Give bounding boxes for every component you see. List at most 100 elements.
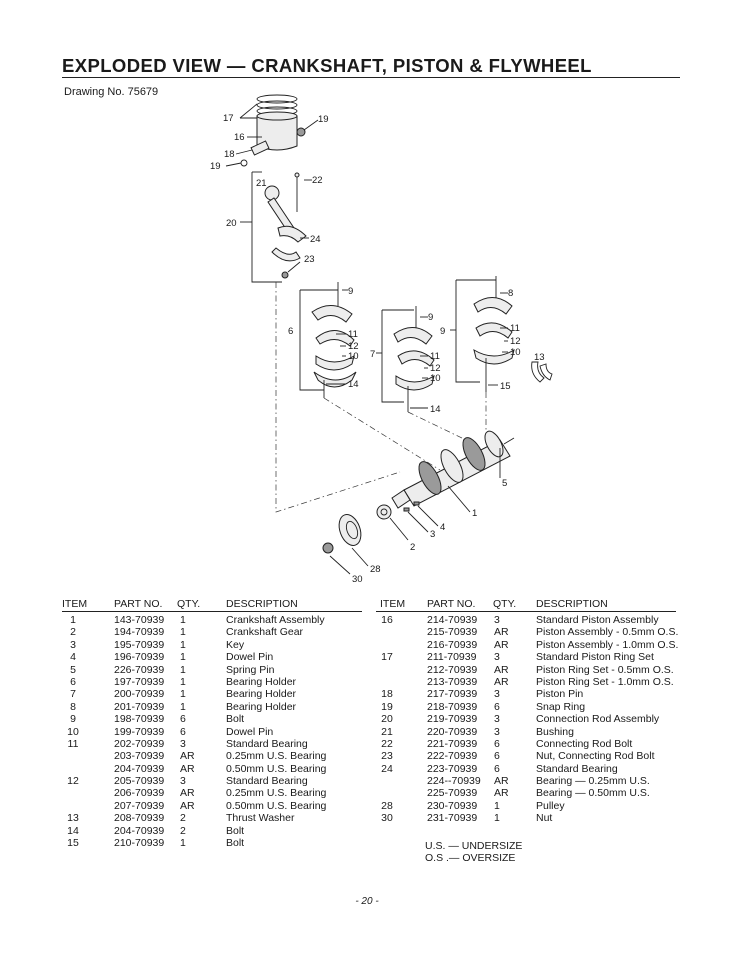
- cell-qty: AR: [180, 799, 195, 812]
- cell-qty: AR: [494, 775, 509, 788]
- cell-part-no: 210-70939: [114, 837, 165, 850]
- cell-qty: 3: [494, 614, 500, 626]
- cell-item: 24: [381, 762, 393, 775]
- table-header: ITEM PART NO. QTY. DESCRIPTION: [376, 598, 696, 611]
- cell-part-no: 206-70939: [114, 787, 165, 800]
- cell-item: 9: [70, 713, 76, 726]
- cell-item: 22: [381, 737, 393, 750]
- cell-part-no: 204-70939: [114, 762, 165, 775]
- cell-description: 0.25mm U.S. Bearing: [226, 787, 327, 800]
- cell-qty: 3: [494, 713, 500, 726]
- callout-label: 1: [472, 508, 477, 519]
- cell-part-no: 213-70939: [427, 675, 478, 688]
- cell-description: Bolt: [226, 824, 245, 837]
- cell-qty: 6: [180, 713, 186, 726]
- page-title: EXPLODED VIEW — CRANKSHAFT, PISTON & FLY…: [62, 55, 592, 76]
- pulley-illustration: [322, 514, 362, 554]
- callout-label: 30: [352, 574, 363, 585]
- parts-table-right: ITEM PART NO. QTY. DESCRIPTION 1 6 214-709…: [376, 598, 696, 825]
- cell-item: 18: [381, 688, 393, 701]
- callout-label: 19: [210, 161, 221, 172]
- cell-qty: 1: [180, 614, 186, 626]
- cell-qty: 1: [180, 651, 186, 664]
- title-rule: [62, 77, 680, 78]
- cell-item: 17: [381, 651, 393, 664]
- cell-part-no: 194-70939: [114, 626, 165, 639]
- cell-item: 11: [67, 737, 79, 750]
- cell-qty: 1: [180, 638, 186, 651]
- note-line: O.S .— OVERSIZE: [425, 852, 516, 865]
- cell-qty: 6: [494, 700, 500, 713]
- cell-description: Bearing — 0.25mm U.S.: [536, 775, 650, 788]
- table-header: ITEM PART NO. QTY. DESCRIPTION: [62, 598, 362, 611]
- cell-part-no: 212-70939: [427, 663, 478, 676]
- cell-description: Bolt: [226, 713, 245, 726]
- cell-description: Piston Assembly - 1.0mm O.S.: [536, 638, 679, 651]
- cell-description: Piston Pin: [536, 688, 584, 701]
- cell-part-no: 197-70939: [114, 675, 165, 688]
- piston-assembly-illustration: [240, 94, 306, 167]
- cell-description: Crankshaft Assembly: [226, 614, 325, 626]
- callout-label: 6: [288, 326, 293, 337]
- page-number: - 20 -: [355, 896, 379, 907]
- crankshaft-illustration: [391, 430, 515, 509]
- cell-description: Bolt: [226, 837, 245, 850]
- cell-item: 19: [381, 700, 393, 713]
- cell-part-no: 220-70939: [427, 725, 478, 738]
- callout-label: 5: [502, 478, 507, 489]
- cell-description: Snap Ring: [536, 700, 586, 713]
- cell-qty: 3: [180, 737, 186, 750]
- callout-label: 10: [510, 347, 521, 358]
- cell-item: 20: [381, 713, 393, 726]
- cell-qty: 1: [494, 812, 500, 825]
- cell-item: 5: [70, 663, 76, 676]
- table-row: 15 210-70939 1 Bolt: [62, 837, 362, 849]
- callout-label: 14: [348, 379, 359, 390]
- cell-qty: 2: [180, 812, 186, 825]
- cell-part-no: 143-70939: [114, 614, 165, 626]
- cell-item: 6: [70, 675, 76, 688]
- callout-label: 12: [430, 363, 441, 374]
- callout-label: 11: [510, 323, 520, 334]
- cell-item: 8: [70, 700, 76, 713]
- cell-part-no: 214-70939: [427, 614, 478, 626]
- cell-part-no: 225-70939: [427, 787, 478, 800]
- cell-qty: AR: [494, 675, 509, 688]
- cell-qty: 3: [494, 651, 500, 664]
- cell-description: Standard Piston Assembly: [536, 614, 659, 626]
- cell-part-no: 202-70939: [114, 737, 165, 750]
- table-body: 1 143-70939 1 Crankshaft Assembly 2 194-70939…: [62, 614, 362, 849]
- cell-description: Bushing: [536, 725, 574, 738]
- thrust-washer-illustration: [531, 361, 553, 383]
- cell-item: 12: [67, 775, 79, 788]
- cell-qty: AR: [494, 638, 509, 651]
- cell-qty: 1: [180, 700, 186, 713]
- cell-description: Key: [226, 638, 245, 651]
- cell-qty: 1: [180, 837, 186, 850]
- cell-part-no: 203-70939: [114, 750, 165, 763]
- cell-description: Bearing Holder: [226, 700, 297, 713]
- callout-label: 13: [534, 352, 545, 363]
- cell-description: Bearing — 0.50mm U.S.: [536, 787, 650, 800]
- callout-label: 14: [430, 404, 441, 415]
- table-header-rule: [376, 611, 676, 612]
- cell-item: 7: [70, 688, 76, 701]
- cell-item: 15: [67, 837, 79, 850]
- cell-item: 10: [67, 725, 79, 738]
- column-header-description: DESCRIPTION: [226, 598, 298, 610]
